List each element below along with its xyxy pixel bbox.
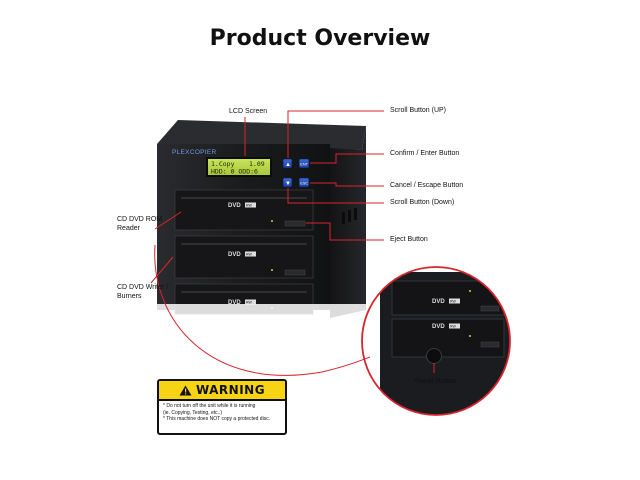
chevron-down-icon: ▼ (285, 181, 291, 187)
callout-writer-line2: Burners (117, 293, 142, 300)
eject-button[interactable] (284, 220, 306, 227)
chevron-up-icon: ▲ (285, 162, 291, 168)
drive-badge: DVD (432, 324, 445, 330)
warning-header: WARNING (159, 381, 285, 401)
enter-button[interactable] (298, 158, 310, 169)
drive-badge-sub: RW (246, 204, 252, 208)
lcd-line1-left: 1.Copy (211, 160, 235, 168)
lcd-screen: 1.Copy 1.09 HDD: 0 ODD:6 (206, 157, 272, 177)
magnifier-line (154, 244, 371, 376)
drive-badge-sub: RW (246, 253, 252, 257)
warning-line: * Do not turn off the unit while it is r… (163, 403, 256, 409)
callout-reader-line1: CD DVD ROM (117, 216, 163, 223)
callout-cancel: Cancel / Escape Button (390, 182, 464, 189)
eject-button[interactable] (284, 269, 306, 276)
callout-lines (150, 110, 435, 376)
drive-badge-sub: RW (246, 301, 252, 305)
zoom-inset: DVD RW DVD RW (361, 266, 511, 416)
enter-button-label: ENT (300, 162, 308, 166)
page-title: Product Overview (209, 26, 431, 51)
callout-lcd-screen: LCD Screen (229, 108, 268, 115)
callout-scroll-up: Scroll Button (UP) (390, 107, 447, 114)
power-button[interactable] (426, 348, 442, 364)
warning-line: * This machine does NOT copy a protected… (163, 416, 271, 422)
control-panel: ▲ ENT ▼ ESC (282, 158, 310, 188)
drive-writer-1: DVD RW (174, 235, 314, 279)
lcd-line2: HDD: 0 ODD:6 (211, 168, 258, 176)
warning-body: * Do not turn off the unit while it is r… (159, 401, 285, 425)
warning-title: WARNING (195, 383, 266, 397)
scroll-down-button[interactable] (282, 177, 293, 188)
warning-line: (ie. Copying, Testing, etc..) (163, 409, 223, 416)
callout-writer: CD DVD Writer / Burners (117, 283, 168, 301)
warning-sticker: WARNING * Do not turn off the unit while… (157, 379, 287, 435)
escape-button[interactable] (298, 177, 310, 188)
zoom-circle-border (361, 266, 511, 416)
drive-badge: DVD (228, 300, 241, 306)
callout-eject: Eject Button (390, 236, 428, 243)
warning-triangle-icon (179, 385, 192, 395)
drive-badge: DVD (228, 203, 241, 209)
lcd-line1-right: 1.09 (249, 160, 265, 168)
escape-button-label: ESC (300, 181, 308, 185)
drive-badge-sub: RW (450, 325, 456, 329)
callout-writer-line1: CD DVD Writer / (117, 284, 169, 291)
drive-badge: DVD (228, 252, 241, 258)
callout-scroll-down: Scroll Button (Down) (390, 199, 455, 206)
drive-badge: DVD (432, 299, 445, 305)
drive-reader: DVD RW (174, 189, 314, 231)
callout-power: Power Button (414, 378, 457, 385)
callout-confirm: Confirm / Enter Button (390, 150, 460, 157)
drive-badge-sub: RW (450, 300, 456, 304)
scroll-up-button[interactable] (282, 158, 293, 169)
callout-reader-line2: Reader (117, 225, 140, 232)
callout-reader: CD DVD ROM Reader (117, 215, 162, 233)
brand-logo: PLEXCOPIER (172, 149, 217, 156)
